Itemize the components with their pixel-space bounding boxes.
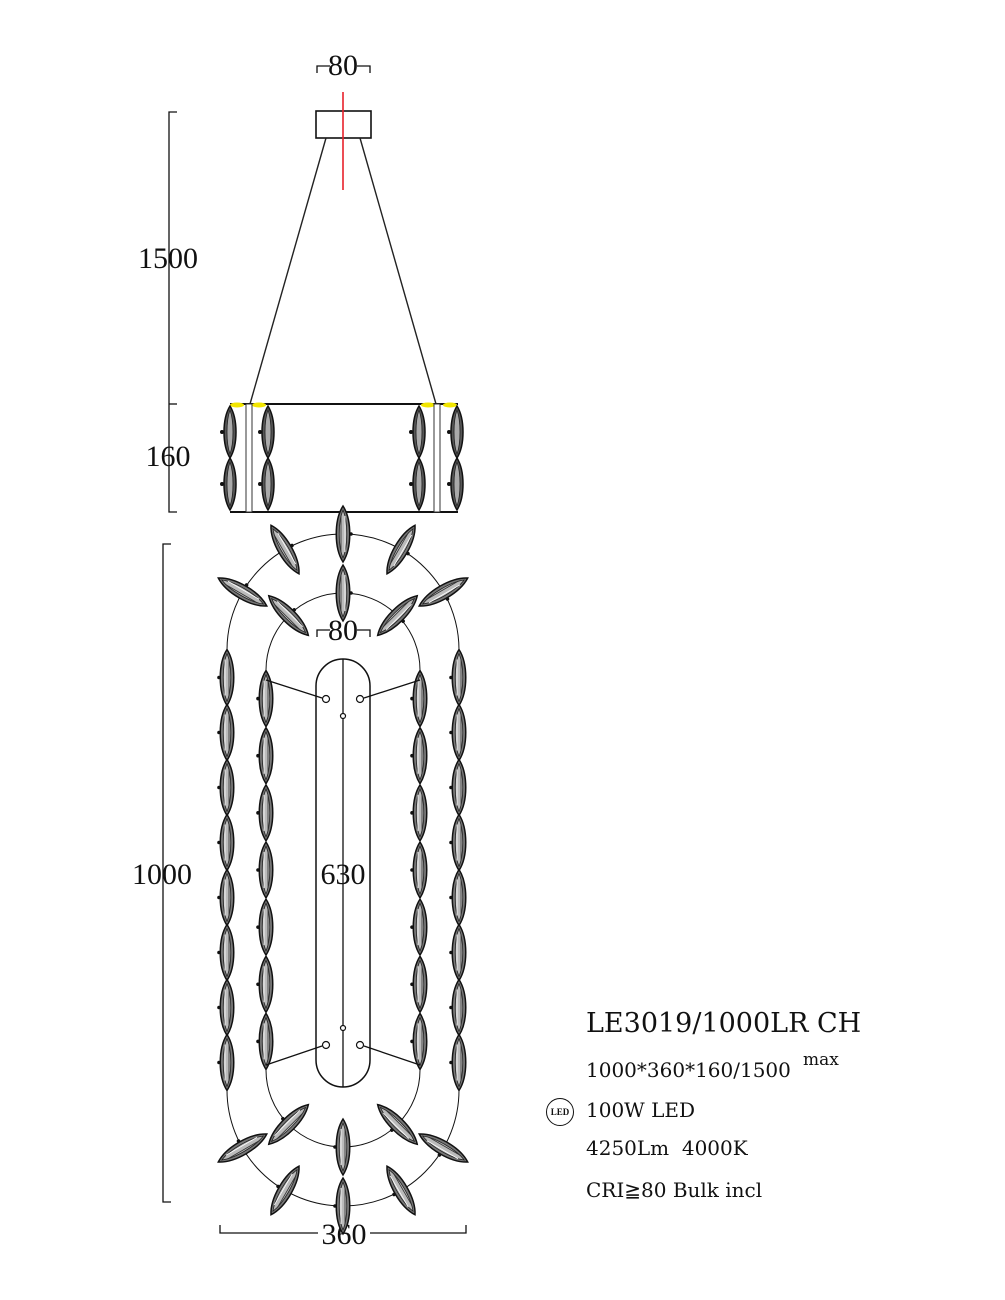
led-highlight bbox=[230, 402, 244, 408]
fixture-body-side bbox=[219, 402, 464, 513]
led-highlight bbox=[443, 402, 457, 408]
led-icon: LED bbox=[546, 1098, 574, 1126]
lumen-cct-text: 4250Lm 4000K bbox=[586, 1136, 748, 1160]
inner-crystal-ring bbox=[255, 564, 428, 1176]
suspension-wire-right bbox=[359, 137, 437, 405]
cri-text: CRI≧80 Bulk incl bbox=[586, 1178, 763, 1202]
top-view: 1000 360 bbox=[132, 505, 474, 1251]
led-highlight bbox=[252, 402, 266, 408]
plate-width-dimension: 80 bbox=[316, 614, 371, 647]
outer-crystal-ring bbox=[212, 505, 474, 1235]
power-text: 100W LED bbox=[586, 1098, 696, 1122]
length-dimension: 1000 bbox=[132, 543, 192, 1203]
plate-length-label: 630 bbox=[321, 858, 366, 891]
body-height-label: 160 bbox=[146, 440, 191, 473]
dimensions-text: 1000*360*160/1500 bbox=[586, 1058, 791, 1082]
length-label: 1000 bbox=[132, 858, 192, 891]
side-view: 80 1500 160 bbox=[138, 49, 464, 513]
height-dimension: 1500 160 bbox=[138, 111, 198, 513]
canopy-width-dimension: 80 bbox=[316, 49, 371, 82]
model-number: LE3019/1000LR CH bbox=[586, 1008, 862, 1039]
led-highlight bbox=[421, 402, 435, 408]
canopy-width-label: 80 bbox=[328, 49, 358, 82]
mounting-plate: 630 bbox=[265, 658, 421, 1088]
dimensions-suffix: max bbox=[803, 1050, 839, 1070]
suspension-height-label: 1500 bbox=[138, 242, 198, 275]
plate-width-label: 80 bbox=[328, 614, 358, 647]
suspension-wire-left bbox=[249, 137, 327, 405]
